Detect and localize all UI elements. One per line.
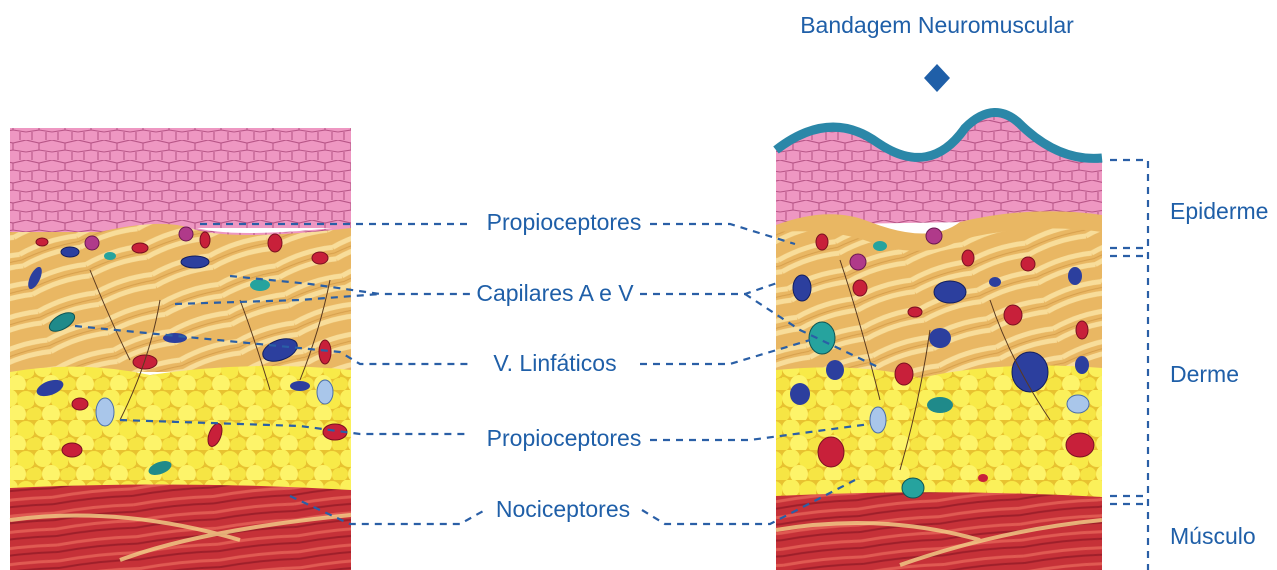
layer-label-epiderme: Epiderme — [1170, 200, 1268, 223]
label-nociceptores: Nociceptores — [496, 498, 630, 521]
leader-proprio-top-right — [650, 224, 795, 244]
layer-bracket — [1110, 160, 1148, 570]
diamond-indicator — [924, 64, 950, 92]
label-linfaticos: V. Linfáticos — [493, 352, 616, 375]
label-capilares: Capilares A e V — [476, 282, 633, 305]
layer-label-musculo: Músculo — [1170, 525, 1256, 548]
layer-label-derme: Derme — [1170, 363, 1239, 386]
right-fat-layer — [776, 366, 1102, 498]
left-dermis — [10, 224, 351, 372]
left-epidermis — [10, 128, 351, 228]
diagram-title: Bandagem Neuromuscular — [800, 14, 1074, 37]
label-propioceptores-top: Propioceptores — [487, 211, 642, 234]
leader-capilares-right-a — [640, 282, 780, 294]
label-propioceptores-bottom: Propioceptores — [487, 427, 642, 450]
